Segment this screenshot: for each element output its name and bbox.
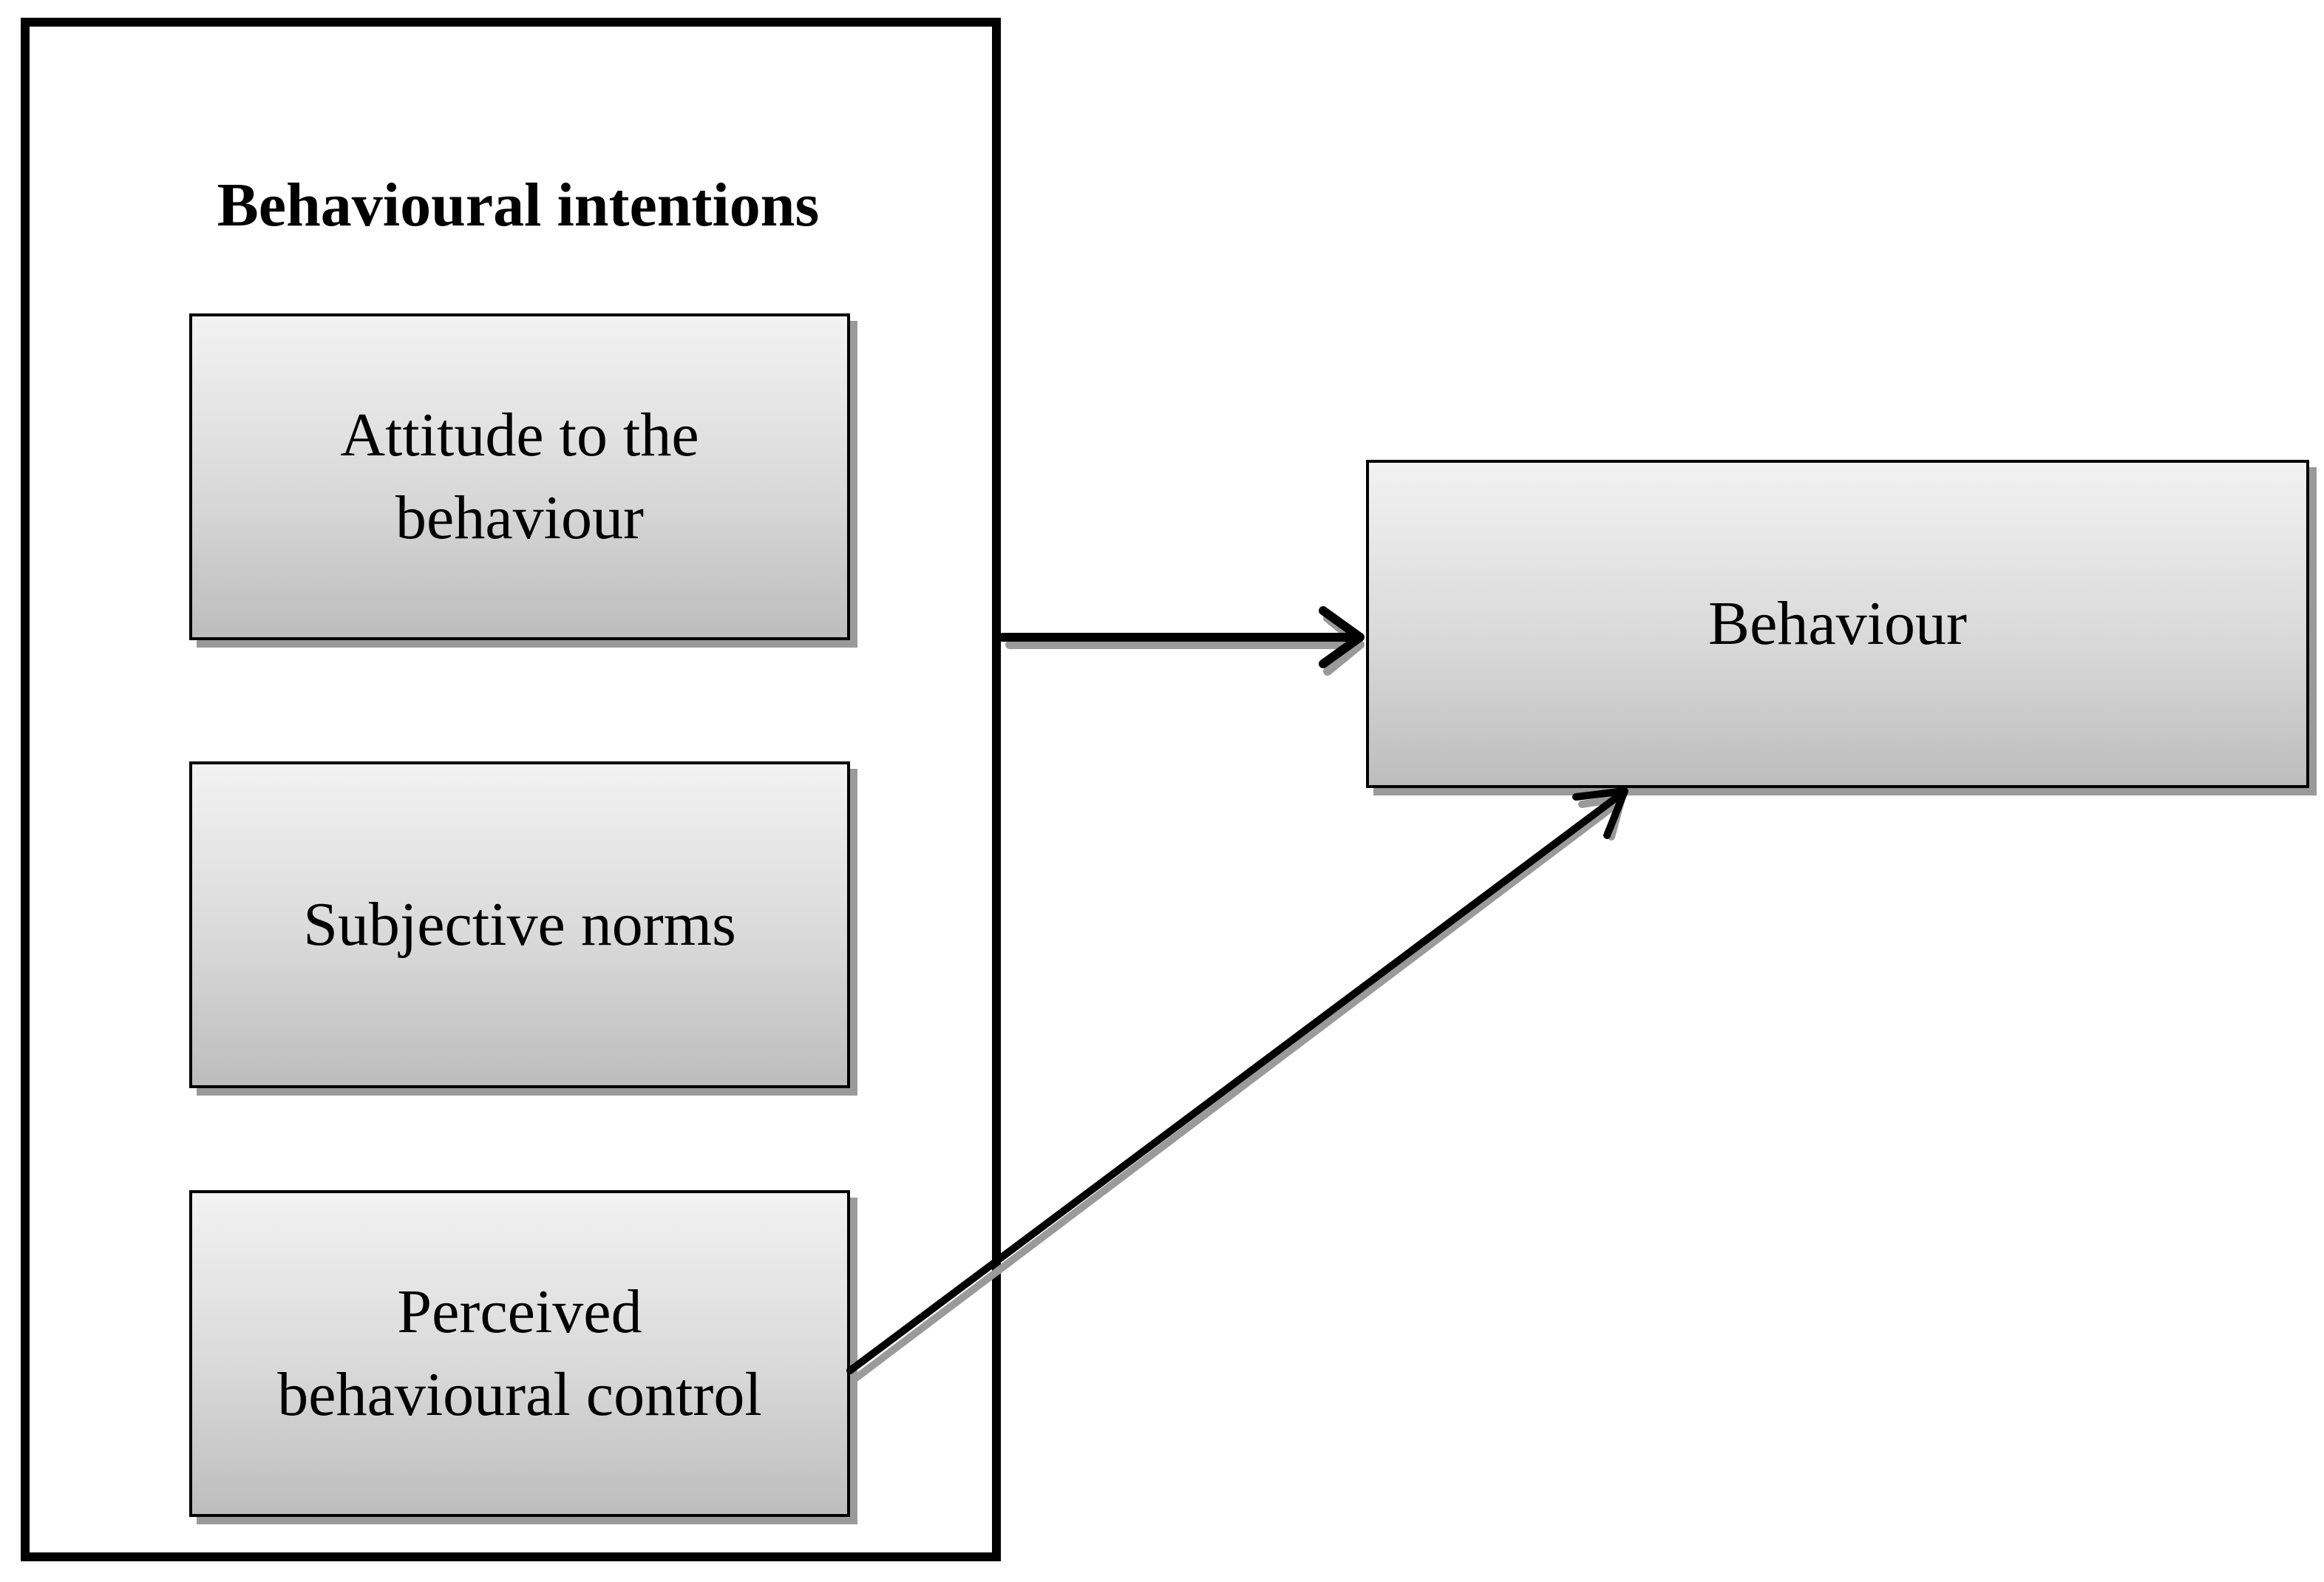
pbc-label-line2: behavioural control [277, 1360, 762, 1429]
perceived-behavioural-control-node: Perceived behavioural control [189, 1190, 850, 1517]
intention-arrowhead-shadow [1323, 614, 1365, 676]
pbc-arrowhead-shadow [1578, 795, 1625, 841]
subjective-norms-label: Subjective norms [303, 890, 736, 959]
subjective-norms-node: Subjective norms [189, 761, 850, 1088]
behaviour-node: Behaviour [1366, 460, 2309, 788]
attitude-node: Attitude to the behaviour [189, 313, 850, 640]
pbc-label-line1: Perceived [397, 1277, 642, 1346]
attitude-label-line2: behaviour [395, 483, 644, 552]
pbc-to-behaviour-arrowhead [1572, 787, 1628, 839]
attitude-label-line1: Attitude to the [340, 401, 699, 469]
group-title: Behavioural intentions [217, 171, 820, 240]
behaviour-label: Behaviour [1708, 589, 1967, 658]
intention-to-behaviour-arrowhead [1319, 606, 1365, 668]
